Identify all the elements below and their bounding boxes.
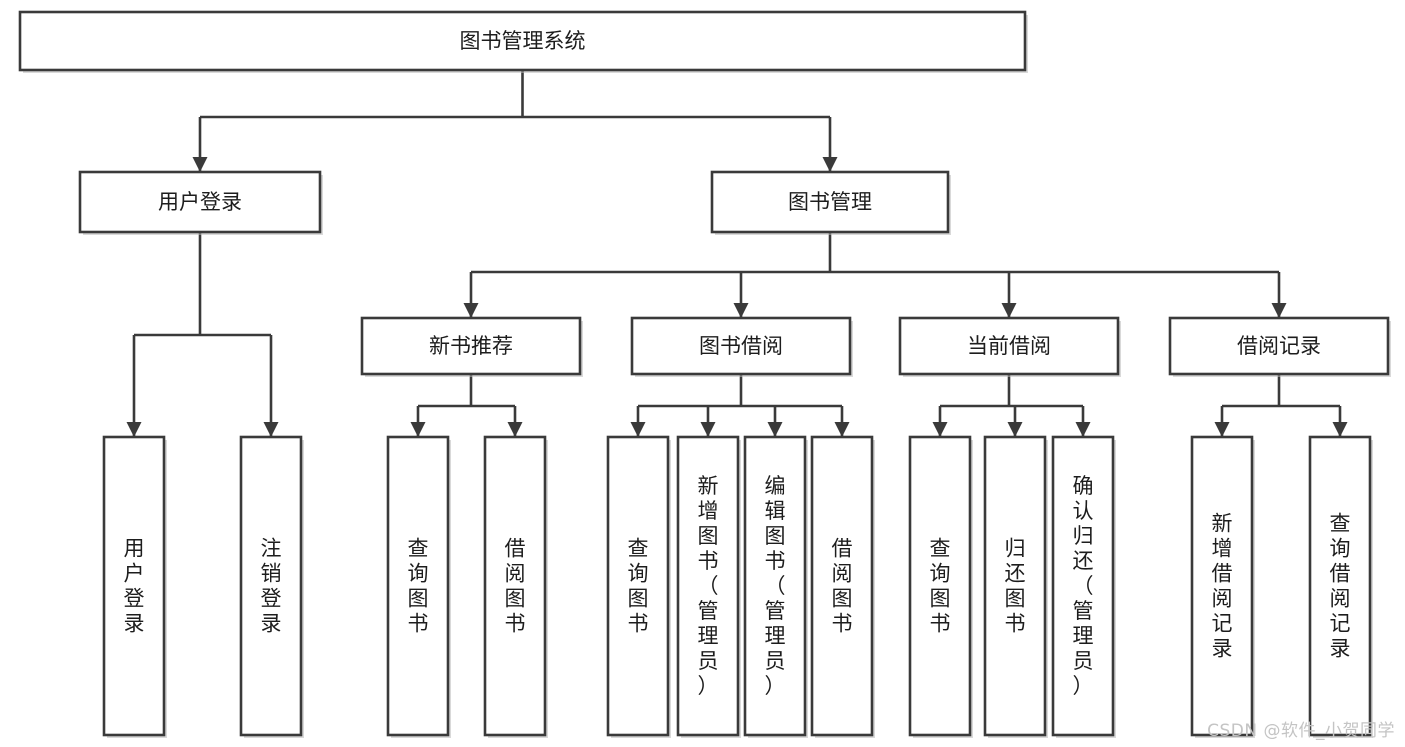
node-leaf-return-book[interactable]: 归还图书: [983, 435, 1048, 738]
arrow-head-icon: [263, 422, 279, 437]
node-label: 当前借阅: [967, 334, 1051, 358]
node-borrow-record[interactable]: 借阅记录: [1168, 316, 1391, 377]
node-label: 归还图书: [1005, 537, 1026, 636]
node-leaf-add-borrow-record[interactable]: 新增借阅记录: [1190, 435, 1255, 738]
node-leaf-user-logout[interactable]: 注销登录: [239, 435, 304, 738]
csdn-watermark: CSDN @软件_小贺同学: [1207, 721, 1395, 741]
node-leaf-edit-book[interactable]: 编辑图书（管理员）: [743, 435, 808, 738]
node-label: 借阅记录: [1237, 334, 1321, 358]
arrow-head-icon: [1332, 422, 1348, 437]
node-label: 用户登录: [124, 537, 145, 636]
node-user-login[interactable]: 用户登录: [78, 170, 323, 235]
node-label: 借阅图书: [505, 537, 526, 636]
node-leaf-query-book-borrow[interactable]: 查询图书: [606, 435, 671, 738]
node-leaf-borrow-book-recommend[interactable]: 借阅图书: [483, 435, 548, 738]
node-label: 图书管理: [788, 190, 872, 214]
node-label: 新增借阅记录: [1212, 512, 1233, 661]
node-label: 注销登录: [261, 537, 282, 636]
arrow-head-icon: [932, 422, 948, 437]
node-new-book-recommend[interactable]: 新书推荐: [360, 316, 583, 377]
node-label: 查询图书: [930, 537, 951, 636]
arrow-head-icon: [733, 303, 749, 318]
node-leaf-query-borrow-record[interactable]: 查询借阅记录: [1308, 435, 1373, 738]
node-label: 查询借阅记录: [1330, 512, 1351, 661]
node-label: 用户登录: [158, 190, 242, 214]
node-leaf-user-login[interactable]: 用户登录: [102, 435, 167, 738]
arrow-head-icon: [507, 422, 523, 437]
node-label: 图书管理系统: [460, 29, 586, 53]
arrow-head-icon: [1007, 422, 1023, 437]
arrow-head-icon: [410, 422, 426, 437]
arrow-head-icon: [1271, 303, 1287, 318]
arrow-head-icon: [192, 157, 208, 172]
node-book-management[interactable]: 图书管理: [710, 170, 951, 235]
arrow-head-icon: [463, 303, 479, 318]
connector-layer: [126, 70, 1348, 437]
arrow-head-icon: [630, 422, 646, 437]
arrow-head-icon: [834, 422, 850, 437]
arrow-head-icon: [767, 422, 783, 437]
arrow-head-icon: [1075, 422, 1091, 437]
arrow-head-icon: [1001, 303, 1017, 318]
node-label: 查询图书: [628, 537, 649, 636]
node-leaf-borrow-book[interactable]: 借阅图书: [810, 435, 875, 738]
arrow-head-icon: [1214, 422, 1230, 437]
node-label: 编辑图书（管理员）: [765, 474, 786, 698]
arrow-head-icon: [822, 157, 838, 172]
arrow-head-icon: [700, 422, 716, 437]
node-leaf-add-book[interactable]: 新增图书（管理员）: [676, 435, 741, 738]
node-leaf-query-book-current[interactable]: 查询图书: [908, 435, 973, 738]
node-label: 图书借阅: [699, 334, 783, 358]
node-label: 新书推荐: [429, 334, 513, 358]
node-current-borrow[interactable]: 当前借阅: [898, 316, 1121, 377]
node-leaf-confirm-return[interactable]: 确认归还（管理员）: [1051, 435, 1116, 738]
node-book-borrow[interactable]: 图书借阅: [630, 316, 853, 377]
node-label: 新增图书（管理员）: [698, 474, 719, 698]
node-label: 确认归还（管理员）: [1073, 474, 1094, 698]
node-leaf-query-book-recommend[interactable]: 查询图书: [386, 435, 451, 738]
arrow-head-icon: [126, 422, 142, 437]
node-label: 查询图书: [408, 537, 429, 636]
node-layer: 图书管理系统用户登录图书管理新书推荐图书借阅当前借阅借阅记录用户登录注销登录查询…: [18, 10, 1391, 738]
node-label: 借阅图书: [832, 537, 853, 636]
node-root-root[interactable]: 图书管理系统: [18, 10, 1028, 73]
